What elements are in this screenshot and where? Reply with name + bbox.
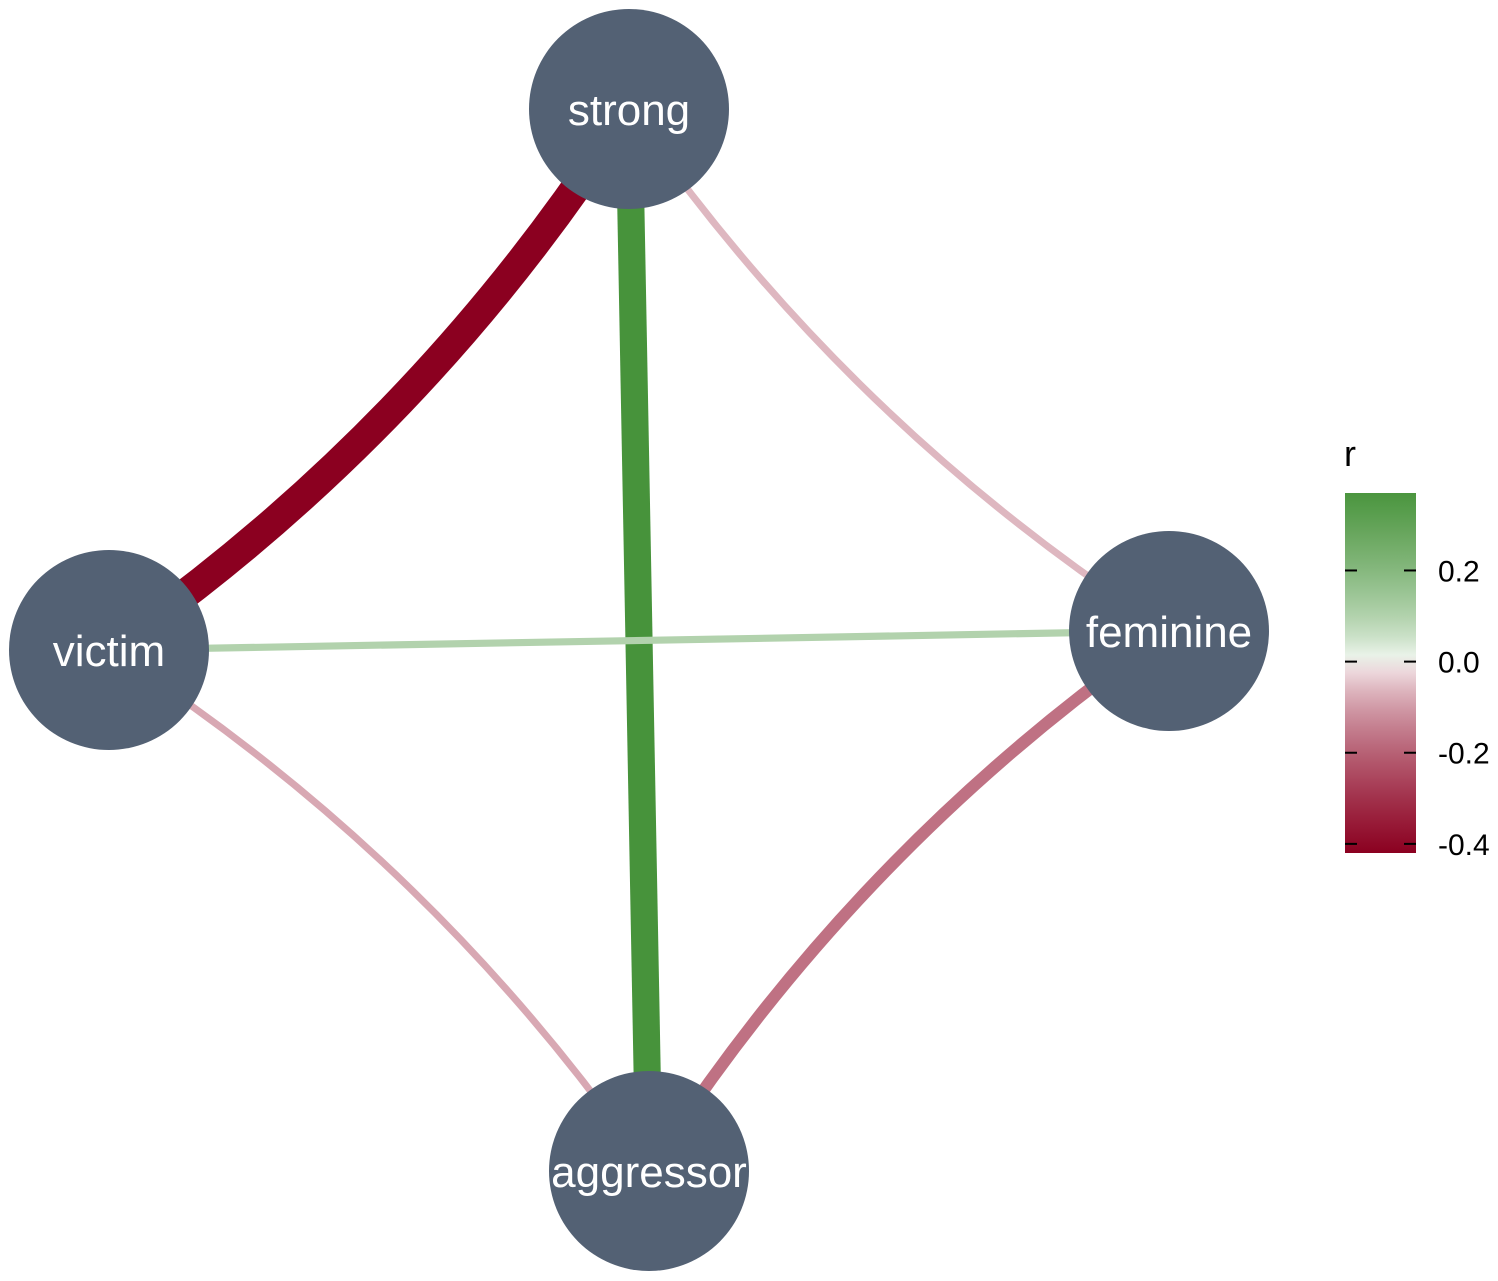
node-feminine[interactable]: feminine	[1069, 531, 1269, 731]
node-label-aggressor: aggressor	[551, 1148, 747, 1197]
edge-victim-feminine	[108, 627, 1170, 654]
node-label-feminine: feminine	[1086, 608, 1252, 657]
legend-title: r	[1344, 433, 1356, 474]
edge-victim-aggressor	[107, 647, 652, 1173]
legend-tick-label: -0.4	[1438, 829, 1490, 862]
color-legend: r 0.2 0.0 -0.2 -0.4	[1344, 433, 1490, 862]
nodes-layer: strong victim feminine aggressor	[9, 9, 1269, 1271]
legend-tick-label: -0.2	[1438, 738, 1490, 771]
edge-feminine-aggressor	[643, 626, 1173, 1175]
legend-color-bar	[1345, 493, 1416, 853]
node-label-strong: strong	[568, 86, 690, 135]
node-aggressor[interactable]: aggressor	[549, 1071, 749, 1271]
node-victim[interactable]: victim	[9, 550, 209, 750]
node-label-victim: victim	[53, 627, 165, 676]
legend-ticks: 0.2 0.0 -0.2 -0.4	[1345, 555, 1490, 862]
node-circle-strong	[529, 9, 729, 209]
node-circle-victim	[9, 550, 209, 750]
edge-strong-feminine	[626, 107, 1171, 634]
legend-tick-label: 0.0	[1438, 647, 1480, 680]
legend-tick-label: 0.2	[1438, 555, 1480, 588]
edge-strong-victim	[100, 100, 642, 663]
node-circle-aggressor	[549, 1071, 749, 1271]
node-circle-feminine	[1069, 531, 1269, 731]
node-strong[interactable]: strong	[529, 9, 729, 209]
edges-layer	[100, 100, 1173, 1175]
